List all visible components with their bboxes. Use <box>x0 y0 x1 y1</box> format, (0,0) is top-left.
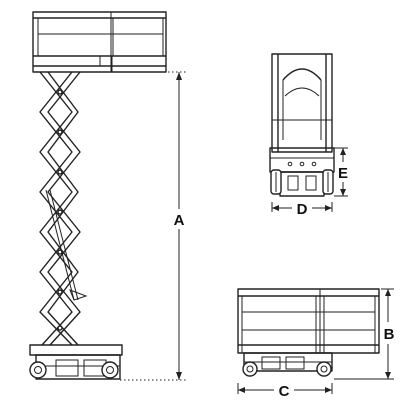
dimension-a: A <box>120 71 189 381</box>
dimension-e-label: E <box>338 165 348 182</box>
stowed-wheels <box>242 361 332 377</box>
front-chassis <box>269 147 335 197</box>
dimension-a-label: A <box>174 212 185 229</box>
front-guardrail <box>271 53 333 153</box>
platform-guardrail <box>32 11 167 73</box>
front-view <box>269 53 335 197</box>
stowed-guardrail <box>237 288 380 354</box>
extended-lift-side-view <box>29 11 167 380</box>
front-wheels <box>270 169 334 195</box>
dimension-d-label: D <box>297 201 308 218</box>
dimension-d: D <box>271 201 333 218</box>
stowed-side-view <box>237 288 380 377</box>
scissor-arms <box>39 71 88 346</box>
stowed-chassis <box>243 352 333 372</box>
dimension-c-label: C <box>279 383 290 400</box>
dimension-e: E <box>334 147 348 197</box>
dimension-c: C <box>237 383 333 400</box>
wheels <box>29 361 119 379</box>
dimension-b-label: B <box>384 326 395 343</box>
dimension-b: B <box>334 288 395 380</box>
